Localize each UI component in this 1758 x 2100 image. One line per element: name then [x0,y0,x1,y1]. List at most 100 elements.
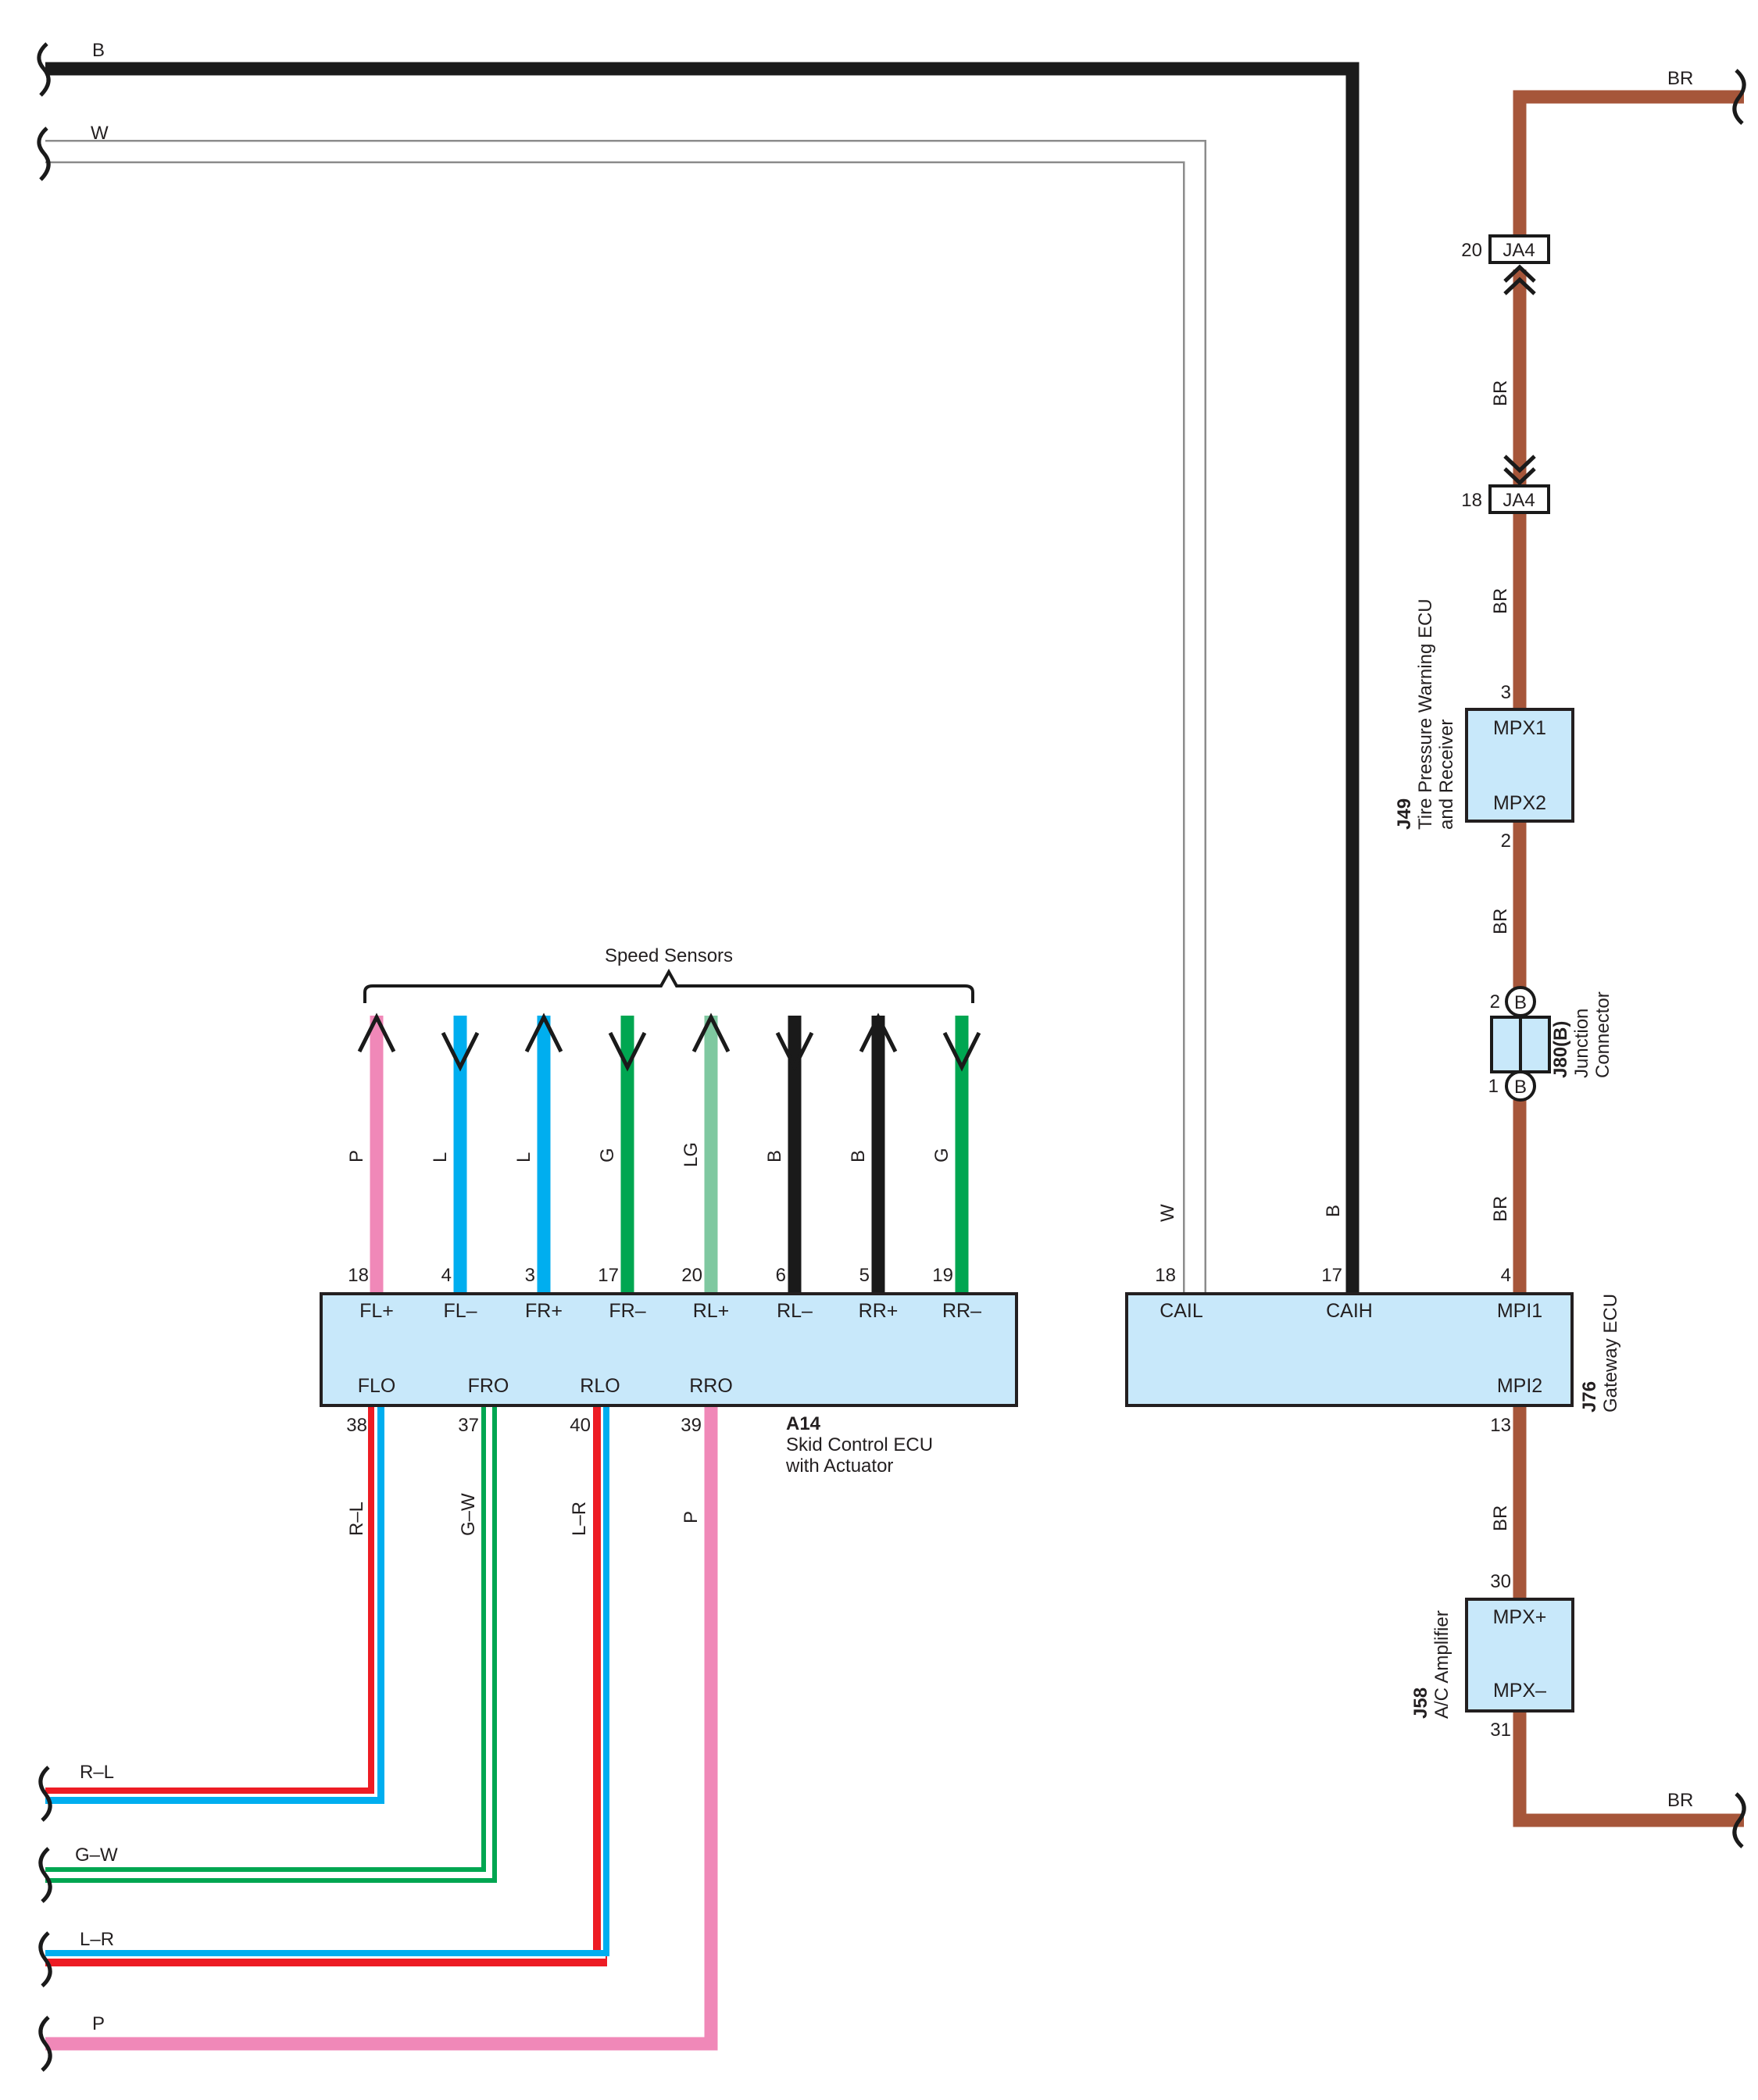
j76-pin-mpi2: 13 [1490,1415,1511,1436]
wire-gw-inner [45,1405,492,1878]
wire-break-br-top [1732,69,1746,125]
j76-pin-mpi1: 4 [1501,1265,1511,1286]
a14-sig-fl-minus: FL– [443,1300,477,1322]
j80-code: J80(B) [1550,1021,1571,1078]
a14-sig-fl-plus: FL+ [359,1300,394,1322]
j49-pin-bottom: 2 [1501,830,1511,852]
wire-break-gw [38,1847,52,1903]
a14-pin-38: 38 [346,1415,367,1436]
j80-pin-top: 2 [1490,991,1500,1012]
wire-label-flo: R–L [346,1502,367,1536]
wire-w-top-outer [45,140,1206,1295]
a14-sig-rlo: RLO [580,1375,620,1397]
j80-body-left [1490,1016,1522,1073]
j49-sig-top: MPX1 [1493,717,1546,739]
ja4-top-label: JA4 [1503,240,1535,261]
wire-label-rr-minus: G [931,1148,952,1162]
left-wire-label-lr: L–R [80,1929,114,1950]
a14-pin-19: 19 [932,1265,953,1286]
ja4-top-chevron2 [1503,277,1536,295]
wire-label-fr-plus: L [513,1152,534,1162]
arrow-down-rl-minus [775,1031,814,1072]
j76-sig-mpi2: MPI2 [1497,1375,1542,1397]
a14-pin-20: 20 [681,1265,702,1286]
j58-box [1465,1598,1574,1712]
j58-pin-top: 30 [1490,1571,1511,1592]
j58-sig-top: MPX+ [1493,1606,1547,1628]
ja4-top-chevron1 [1503,264,1536,283]
wire-label-br-ja4-j49: BR [1490,588,1511,614]
j76-sig-mpi1: MPI1 [1497,1300,1542,1322]
a14-code: A14 [786,1413,821,1434]
a14-pin-4: 4 [441,1265,452,1286]
wire-break-b [37,42,51,97]
wire-break-br-bottom [1732,1792,1746,1848]
j80-mark-top: B [1514,992,1527,1013]
j80-pin-bottom: 1 [1488,1076,1499,1097]
a14-box [320,1292,1018,1407]
a14-sig-fr-plus: FR+ [525,1300,563,1322]
wire-rl-white [45,1405,377,1797]
a14-pin-18: 18 [348,1265,369,1286]
a14-sig-rl-plus: RL+ [693,1300,730,1322]
wire-break-w [37,127,51,181]
a14-sig-rr-minus: RR– [942,1300,981,1322]
j80-name-2: Connector [1592,991,1613,1078]
ja4-bottom-label: JA4 [1503,490,1535,511]
wire-label-fl-plus: P [346,1150,367,1162]
j76-sig-caih: CAIH [1326,1300,1373,1322]
j76-code: J76 [1579,1381,1600,1412]
ja4-top-connector [1488,234,1550,264]
wire-label-br-j76-j58: BR [1490,1505,1511,1531]
a14-name-2: with Actuator [785,1455,893,1477]
wire-label-rro: P [681,1511,702,1523]
a14-pin-37: 37 [458,1415,479,1436]
wire-label-fro: G–W [458,1493,479,1536]
arrow-down-rr-minus [942,1031,981,1072]
j80-mark-bottom: B [1514,1077,1527,1098]
wire-break-lr [38,1931,52,1988]
speed-sensors-label: Speed Sensors [605,945,733,966]
wire-label-b: B [92,40,105,61]
ja4-top-pin: 20 [1461,240,1482,261]
a14-sig-fr-minus: FR– [609,1300,645,1322]
arrow-up-fl-plus [357,1012,396,1053]
j58-name: A/C Amplifier [1431,1610,1452,1719]
wire-rl-outer [45,1405,384,1804]
wire-label-br-ja4: BR [1490,380,1511,406]
a14-sig-rl-minus: RL– [777,1300,813,1322]
wire-break-rl [38,1766,52,1822]
wire-label-br-j49-j80: BR [1490,909,1511,934]
wire-b-top [45,62,1360,1295]
arrow-up-rl-plus [691,1012,731,1053]
wire-lr-outer [45,1405,607,1966]
j58-pin-bottom: 31 [1490,1720,1511,1741]
j58-sig-bottom: MPX– [1493,1680,1546,1702]
a14-pin-40: 40 [570,1415,591,1436]
wire-label-fr-minus: G [597,1148,618,1162]
a14-sig-flo: FLO [358,1375,396,1397]
speed-sensors-brace [363,968,974,1003]
j76-pin-caih: 17 [1321,1265,1342,1286]
j76-pin-cail: 18 [1155,1265,1176,1286]
wire-label-rlo: L–R [569,1502,590,1536]
j58-code: J58 [1410,1688,1431,1719]
arrow-down-fr-minus [608,1031,647,1072]
wire-label-w: W [91,123,109,144]
wire-w-top-inner [45,141,1205,1295]
wire-label-br-top: BR [1667,68,1693,89]
arrow-up-fr-plus [524,1012,563,1053]
ja4-bottom-chevron1 [1503,455,1536,473]
wire-label-br-j80-j76: BR [1490,1196,1511,1222]
j49-pin-top: 3 [1501,682,1511,703]
a14-sig-fro: FRO [468,1375,509,1397]
a14-sig-rr-plus: RR+ [859,1300,899,1322]
wire-label-j76-w: W [1157,1204,1178,1222]
j49-name-1: Tire Pressure Warning ECU [1415,598,1436,830]
a14-pin-6: 6 [776,1265,786,1286]
wire-label-j76-b: B [1323,1205,1344,1217]
wire-br-top [1513,90,1744,246]
a14-sig-rro: RRO [689,1375,733,1397]
left-wire-label-gw: G–W [75,1845,118,1866]
arrow-up-rr-plus [859,1012,898,1053]
